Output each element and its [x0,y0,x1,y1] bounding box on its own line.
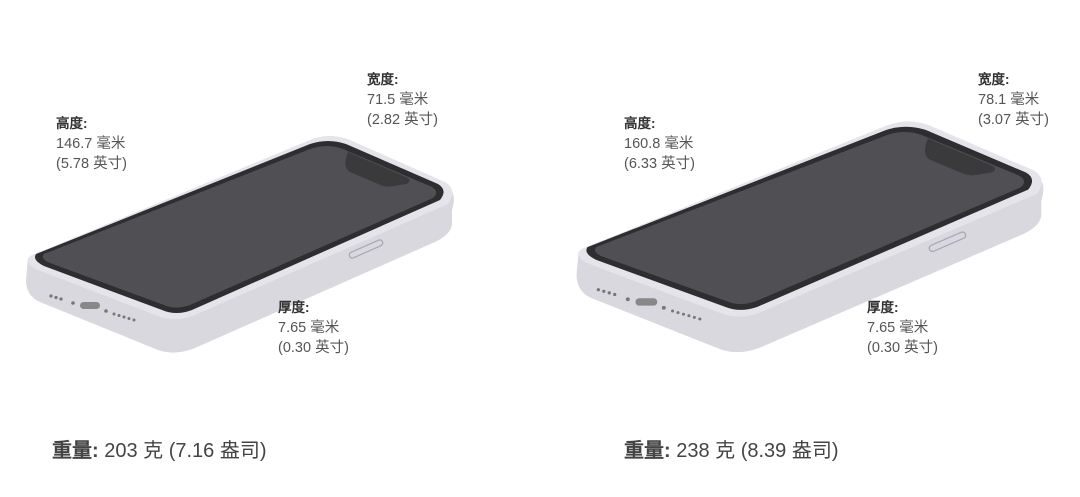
depth-spec: 厚度: 7.65 毫米 (0.30 英寸) [278,300,349,356]
height-spec: 高度: 146.7 毫米 (5.78 英寸) [56,116,127,172]
width-spec: 宽度: 71.5 毫米 (2.82 英寸) [367,72,438,128]
weight-spec: 重量: 203 克 (7.16 盎司) [52,440,267,462]
phone-illustration [576,121,1044,353]
depth-spec: 厚度: 7.65 毫米 (0.30 英寸) [867,300,938,356]
weight-spec: 重量: 238 克 (8.39 盎司) [624,440,839,462]
model-panel-1: 高度: 146.7 毫米 (5.78 英寸) 宽度: 71.5 毫米 (2.82… [26,72,454,462]
phone-illustration [26,136,454,353]
width-spec: 宽度: 78.1 毫米 (3.07 英寸) [978,72,1049,128]
model-panel-2: 高度: 160.8 毫米 (6.33 英寸) 宽度: 78.1 毫米 (3.07… [540,0,1080,497]
height-spec: 高度: 160.8 毫米 (6.33 英寸) [624,116,695,172]
